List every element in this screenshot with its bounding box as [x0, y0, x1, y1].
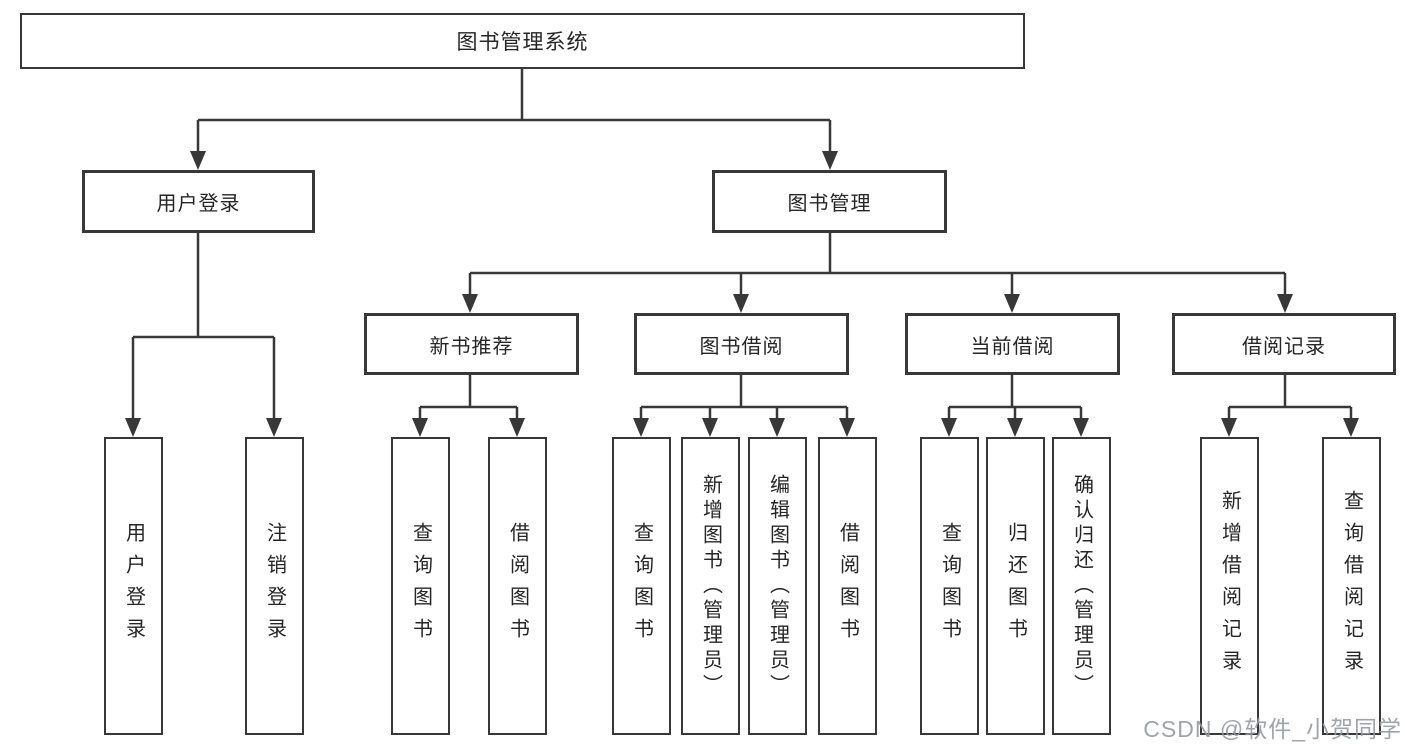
- node-book-borrowing-label: 图书借阅: [699, 335, 784, 358]
- leaf-current-query-books: 查询图书: [920, 437, 979, 735]
- leaf-logout: 注销登录: [245, 437, 304, 735]
- node-current-borrowing: 当前借阅: [905, 313, 1120, 375]
- leaf-borrowing-borrow-books: 借阅图书: [818, 437, 877, 735]
- leaf-logout-label: 注销登录: [263, 522, 286, 650]
- node-current-borrowing-label: 当前借阅: [970, 335, 1055, 358]
- node-book-management: 图书管理: [712, 170, 947, 233]
- leaf-current-return-books: 归还图书: [986, 437, 1045, 735]
- root-node-library-system: 图书管理系统: [20, 13, 1025, 69]
- csdn-watermark: CSDN @软件_小贺同学: [1143, 716, 1402, 742]
- leaf-records-query-record: 查询借阅记录: [1322, 437, 1381, 735]
- leaf-records-add-record: 新增借阅记录: [1200, 437, 1259, 735]
- leaf-records-add-record-label: 新增借阅记录: [1218, 490, 1241, 682]
- leaf-borrowing-add-books-admin: 新增图书（管理员）: [681, 437, 740, 735]
- node-borrowing-records-label: 借阅记录: [1242, 335, 1326, 358]
- leaf-borrowing-edit-books-admin-label: 编辑图书（管理员）: [766, 473, 789, 699]
- leaf-borrowing-query-books: 查询图书: [612, 437, 671, 735]
- node-borrowing-records: 借阅记录: [1172, 313, 1396, 375]
- leaf-user-login: 用户登录: [104, 437, 163, 735]
- leaf-recommend-borrow-books: 借阅图书: [488, 437, 547, 735]
- leaf-borrowing-edit-books-admin: 编辑图书（管理员）: [748, 437, 807, 735]
- leaf-recommend-query-books-label: 查询图书: [409, 522, 432, 650]
- leaf-records-query-record-label: 查询借阅记录: [1340, 490, 1363, 682]
- leaf-borrowing-borrow-books-label: 借阅图书: [836, 522, 859, 650]
- node-book-management-label: 图书管理: [787, 193, 872, 215]
- leaf-recommend-query-books: 查询图书: [391, 437, 450, 735]
- root-node-label: 图书管理系统: [456, 31, 589, 54]
- node-user-login-label: 用户登录: [156, 193, 241, 215]
- node-book-borrowing: 图书借阅: [634, 313, 849, 375]
- leaf-current-query-books-label: 查询图书: [938, 522, 961, 650]
- node-user-login: 用户登录: [82, 170, 315, 233]
- leaf-recommend-borrow-books-label: 借阅图书: [506, 522, 529, 650]
- leaf-current-return-books-label: 归还图书: [1004, 522, 1027, 650]
- leaf-user-login-label: 用户登录: [122, 522, 145, 650]
- node-new-book-recommend: 新书推荐: [364, 313, 579, 375]
- leaf-current-confirm-return-admin-label: 确认归还（管理员）: [1070, 473, 1093, 699]
- leaf-current-confirm-return-admin: 确认归还（管理员）: [1052, 437, 1111, 735]
- node-new-book-recommend-label: 新书推荐: [429, 335, 514, 358]
- leaf-borrowing-query-books-label: 查询图书: [630, 522, 653, 650]
- leaf-borrowing-add-books-admin-label: 新增图书（管理员）: [699, 473, 722, 699]
